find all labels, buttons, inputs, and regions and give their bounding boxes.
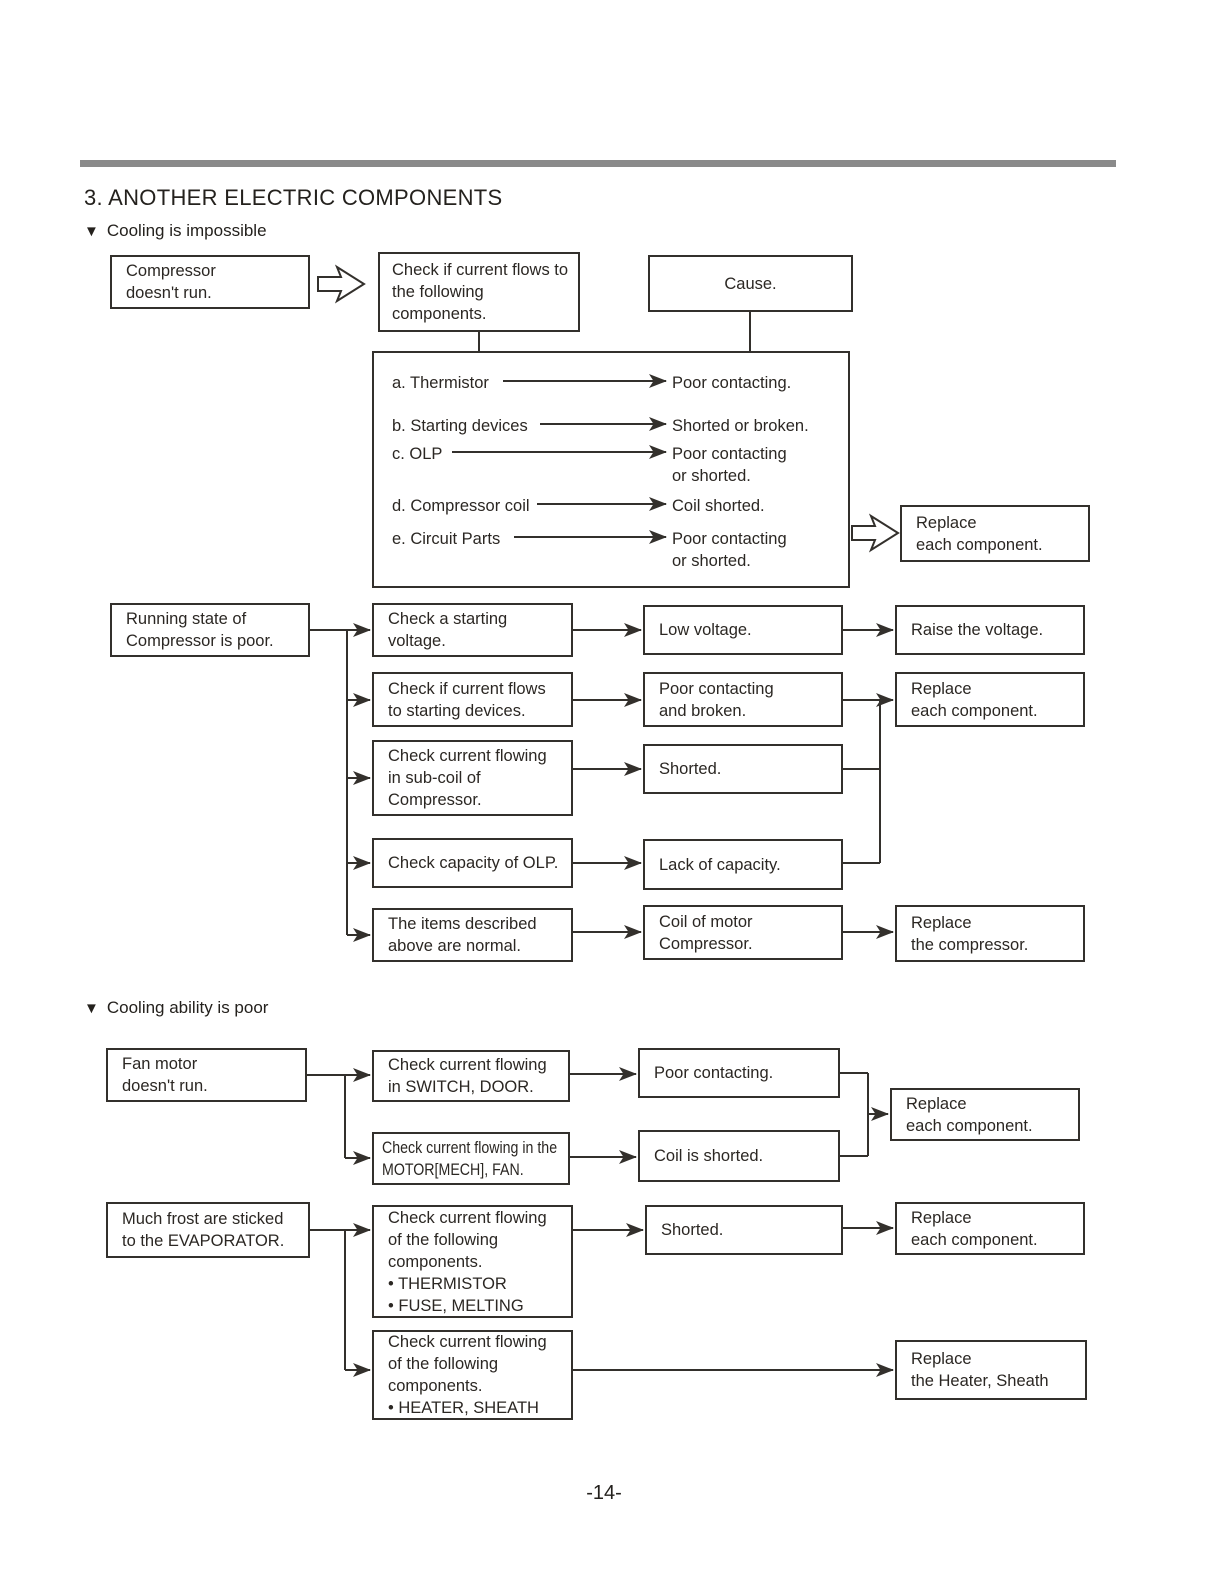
item-label: d. Compressor coil	[392, 497, 530, 515]
box-check-thermistor-fuse: Check current flowing of the following c…	[372, 1205, 573, 1318]
box-text: Check current flowing in SWITCH, DOOR.	[388, 1056, 547, 1096]
box-poor-contacting-broken: Poor contacting and broken.	[643, 672, 843, 727]
box-text: Much frost are sticked to the EVAPORATOR…	[122, 1210, 285, 1250]
box-text: Check capacity of OLP.	[388, 854, 559, 872]
item-label: a. Thermistor	[392, 374, 489, 392]
box-text: Replace the Heater, Sheath	[911, 1350, 1049, 1390]
box-text: Fan motor doesn't run.	[122, 1055, 208, 1095]
box-low-voltage: Low voltage.	[643, 605, 843, 655]
box-text: Check if current flows to starting devic…	[388, 679, 546, 720]
box-text: Replace the compressor.	[911, 913, 1029, 954]
box-shorted: Shorted.	[643, 744, 843, 794]
box-text: Check current flowing in sub-coil of Com…	[388, 747, 547, 809]
item-cause: Poor contacting or shorted.	[672, 445, 787, 485]
box-text: Poor contacting.	[654, 1064, 774, 1082]
box-text: The items described above are normal.	[388, 915, 537, 955]
section-heading-cooling-impossible: ▼ Cooling is impossible	[84, 221, 267, 241]
box-replace-each-component-3: Replace each component.	[890, 1088, 1080, 1141]
section-heading-cooling-ability-poor: ▼ Cooling ability is poor	[84, 998, 268, 1018]
box-text: Check a starting voltage.	[388, 610, 508, 650]
box-replace-heater-sheath: Replace the Heater, Sheath	[895, 1340, 1087, 1400]
box-coil-of-motor: Coil of motor Compressor.	[643, 905, 843, 960]
box-text: Poor contacting and broken.	[659, 679, 774, 720]
box-text: Replace each component.	[911, 679, 1038, 720]
box-check-current-flows-components: Check if current flows to the following …	[378, 252, 580, 332]
box-text: Coil of motor Compressor.	[659, 912, 753, 953]
box-text: Check current flowing of the following c…	[388, 1333, 547, 1417]
page-number: -14-	[586, 1482, 622, 1504]
box-text: Compressor doesn't run.	[126, 262, 216, 302]
box-text: Raise the voltage.	[911, 621, 1044, 639]
triangle-marker-icon: ▼	[84, 999, 99, 1017]
box-much-frost-evaporator: Much frost are sticked to the EVAPORATOR…	[106, 1202, 310, 1258]
item-cause: Shorted or broken.	[672, 417, 809, 435]
box-check-current-starting-devices: Check if current flows to starting devic…	[372, 672, 573, 727]
triangle-marker-icon: ▼	[84, 222, 99, 240]
box-text: Lack of capacity.	[659, 855, 781, 874]
box-text: Low voltage.	[659, 621, 752, 639]
box-shorted-2: Shorted.	[645, 1205, 843, 1255]
item-cause: Poor contacting.	[672, 374, 792, 392]
box-text: Replace each component.	[906, 1094, 1033, 1135]
box-replace-each-component-2: Replace each component.	[895, 672, 1085, 727]
box-lack-of-capacity: Lack of capacity.	[643, 839, 843, 890]
box-compressor-doesnt-run: Compressor doesn't run.	[110, 255, 310, 309]
box-check-heater-sheath: Check current flowing of the following c…	[372, 1330, 573, 1420]
item-label: e. Circuit Parts	[392, 530, 501, 548]
item-label: c. OLP	[392, 445, 443, 463]
item-cause: Poor contacting or shorted.	[672, 530, 787, 570]
top-divider-rule	[80, 160, 1116, 167]
box-replace-each-component-4: Replace each component.	[895, 1202, 1085, 1255]
page-title: 3. ANOTHER ELECTRIC COMPONENTS	[84, 185, 503, 210]
box-running-state-poor: Running state of Compressor is poor.	[110, 603, 310, 657]
box-text: Replace each component.	[911, 1208, 1038, 1249]
section-heading-label: Cooling ability is poor	[106, 998, 269, 1017]
box-poor-contacting: Poor contacting.	[638, 1048, 840, 1098]
box-check-capacity-olp: Check capacity of OLP.	[372, 838, 573, 888]
box-replace-compressor: Replace the compressor.	[895, 905, 1085, 962]
box-text: Coil is shorted.	[654, 1147, 764, 1165]
box-text: Replace each component.	[916, 513, 1043, 554]
box-text: Check current flowing in the MOTOR[MECH]…	[382, 1138, 558, 1179]
box-text: Running state of Compressor is poor.	[126, 610, 274, 650]
box-text: Shorted.	[661, 1221, 724, 1239]
box-check-subcoil: Check current flowing in sub-coil of Com…	[372, 740, 573, 816]
box-items-normal: The items described above are normal.	[372, 908, 573, 962]
box-text: Cause.	[724, 274, 777, 293]
box-raise-voltage: Raise the voltage.	[895, 605, 1085, 655]
item-cause: Coil shorted.	[672, 497, 765, 515]
box-components-cause-list: a. Thermistor b. Starting devices c. OLP…	[372, 351, 850, 588]
box-fan-motor-doesnt-run: Fan motor doesn't run.	[106, 1048, 307, 1102]
block-arrow-icon	[851, 513, 900, 553]
box-check-motor-mech-fan: Check current flowing in the MOTOR[MECH]…	[372, 1132, 570, 1185]
block-arrow-icon	[317, 264, 366, 304]
box-coil-is-shorted: Coil is shorted.	[638, 1130, 840, 1182]
section-heading-label: Cooling is impossible	[106, 221, 267, 240]
box-cause-title: Cause.	[648, 255, 853, 312]
box-replace-each-component-1: Replace each component.	[900, 505, 1090, 562]
box-text: Check current flowing of the following c…	[388, 1208, 547, 1315]
box-check-starting-voltage: Check a starting voltage.	[372, 603, 573, 657]
box-check-switch-door: Check current flowing in SWITCH, DOOR.	[372, 1050, 570, 1102]
item-label: b. Starting devices	[392, 417, 528, 435]
box-text: Shorted.	[659, 760, 722, 778]
box-text: Check if current flows to the following …	[392, 261, 569, 323]
